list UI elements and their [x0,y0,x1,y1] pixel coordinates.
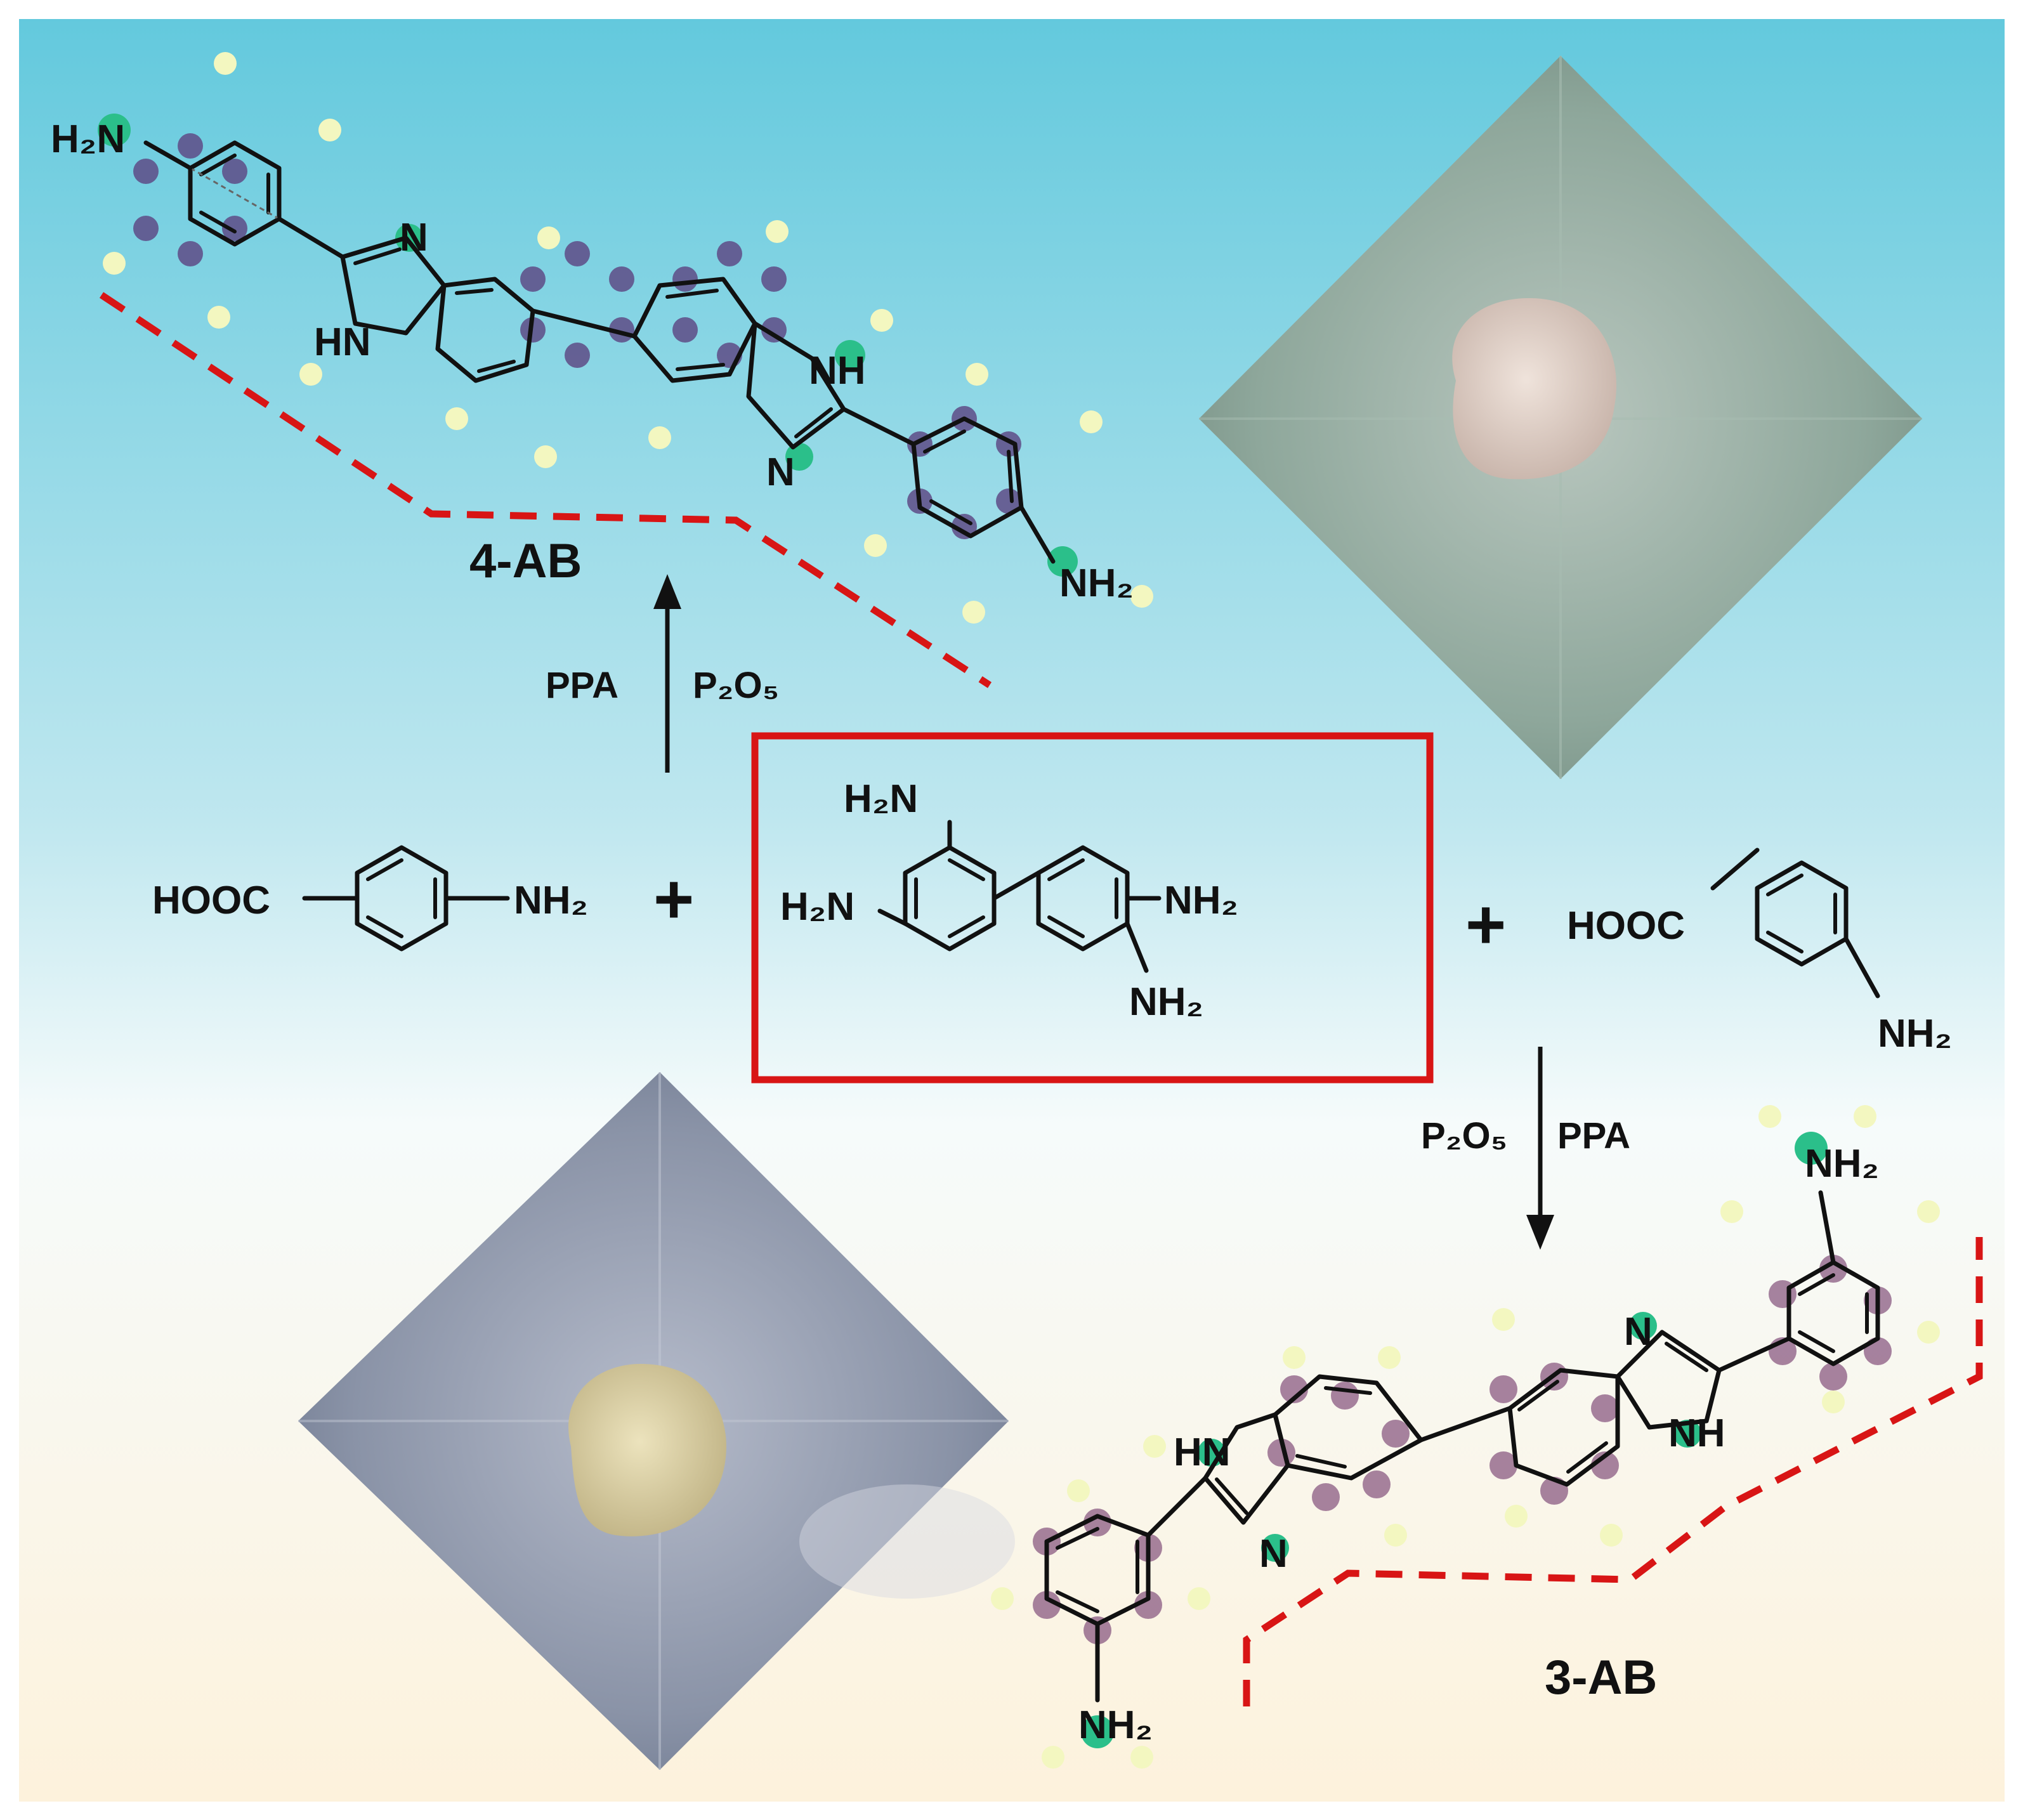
nh2-label: NH₂ [1164,879,1238,922]
acid-label: HOOC [152,879,270,922]
amine-label: NH₂ [1878,1012,1952,1056]
imidazole-n-label: N [400,216,428,259]
product-label-4ab: 4-AB [469,534,582,588]
product-3ab-structure: NH₂ NH₂ N NH HN N [991,1105,1940,1769]
powder-photo-icon [298,1072,1015,1770]
imidazole-nh-label: HN [1174,1430,1231,1474]
condition-label: PPA [1557,1115,1630,1156]
imidazole-nh-label: NH [809,349,866,393]
amine-label: NH₂ [1059,561,1134,605]
reaction-arrow-up-icon [653,574,681,773]
imidazole-nh-label: NH [1668,1411,1725,1455]
imidazole-n-label: N [1259,1532,1288,1576]
reagent-right-structure: HOOC NH₂ [1567,848,1952,1056]
amine-label: NH₂ [1805,1142,1879,1186]
imidazole-n-label: N [766,450,795,494]
dashed-outline [1243,1237,1983,1706]
nh2-label: NH₂ [1129,980,1203,1024]
powder-photo-icon [1199,56,1922,779]
condition-label: P₂O₅ [1421,1115,1507,1156]
acid-label: HOOC [1567,904,1685,948]
center-compound-structure: H₂N H₂N NH₂ NH₂ [780,777,1238,1024]
product-4ab-structure: H₂N NH₂ N HN NH N [51,52,1153,624]
atom-spheres [98,52,1153,624]
amine-label: NH₂ [514,879,588,922]
condition-label: P₂O₅ [693,665,779,706]
imidazole-n-label: N [1624,1310,1653,1354]
plus-sign: + [1465,886,1506,964]
amine-label: NH₂ [1078,1703,1153,1747]
nh2-label: H₂N [780,885,854,929]
plus-sign: + [653,860,694,938]
imidazole-nh-label: HN [314,320,371,364]
reagent-left-structure: HOOC NH₂ [152,845,588,952]
nh2-label: H₂N [844,777,918,821]
product-label-3ab: 3-AB [1545,1651,1657,1705]
amine-label: H₂N [51,117,125,161]
condition-label: PPA [546,665,619,706]
dashed-outline [99,292,992,688]
reaction-arrow-down-icon [1526,1047,1554,1250]
center-compound-frame [751,732,1434,1083]
